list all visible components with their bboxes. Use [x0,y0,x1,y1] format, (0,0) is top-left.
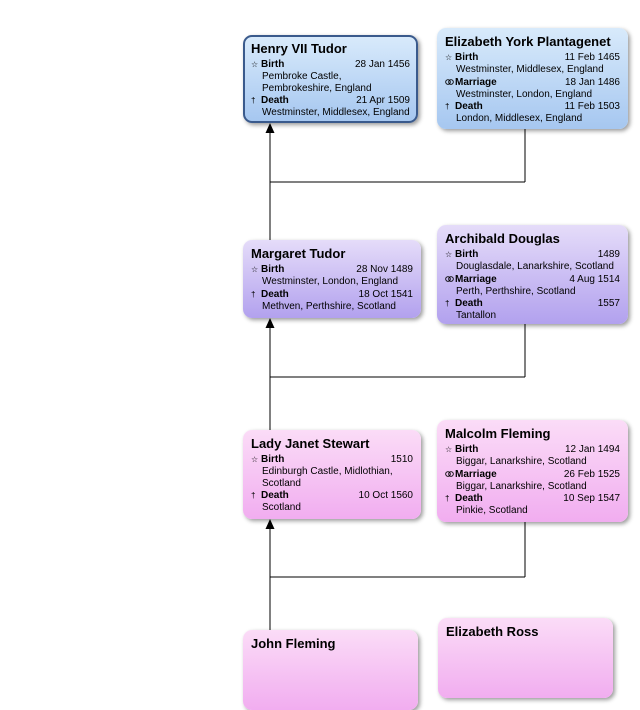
birth-star-icon: ☆ [251,265,259,274]
birth-event: ☆ Birth 1510 Edinburgh Castle, Midlothia… [251,454,413,489]
person-name: Malcolm Fleming [445,426,551,441]
arrowhead-up-icon [265,318,275,328]
event-date: 28 Jan 1456 [354,59,410,70]
event-label: Birth [261,454,285,465]
connector-john-to-parents [265,519,526,630]
marriage-event: Marriage 4 Aug 1514 Perth, Perthshire, S… [445,274,620,298]
person-name: Henry VII Tudor [251,41,347,56]
death-event: † Death 10 Sep 1547 Pinkie, Scotland [445,493,620,517]
event-place: Westminster, Middlesex, England [456,64,604,75]
event-date: 1489 [597,249,620,260]
event-place: Biggar, Lanarkshire, Scotland [456,480,587,492]
birth-star-icon: ☆ [251,455,259,464]
marriage-rings-icon [445,274,455,282]
birth-event: ☆ Birth 11 Feb 1465 Westminster, Middles… [445,52,620,76]
person-name: Margaret Tudor [251,246,346,261]
event-place: London, Middlesex, England [456,113,583,124]
event-label: Death [455,101,483,112]
birth-star-icon: ☆ [445,53,453,62]
event-place: Pembroke Castle, Pembrokeshire, England [262,71,372,94]
person-card-margaret-tudor[interactable]: Margaret Tudor ☆ Birth 28 Nov 1489 Westm… [243,240,421,318]
death-dagger-icon: † [251,96,256,105]
event-date: 28 Nov 1489 [356,264,413,275]
person-name: John Fleming [251,636,336,651]
connector-lines [265,123,526,630]
person-name: Elizabeth Ross [446,624,539,639]
connector-margaret-to-parents [265,123,526,240]
event-date: 10 Sep 1547 [563,493,620,504]
event-label: Birth [455,52,479,63]
death-dagger-icon: † [445,494,450,503]
death-dagger-icon: † [445,102,450,111]
birth-event: ☆ Birth 1489 Douglasdale, Lanarkshire, S… [445,249,620,273]
event-place: Tantallon [456,310,497,321]
marriage-rings-icon [445,77,455,85]
death-event: † Death 10 Oct 1560 Scotland [251,490,413,514]
family-tree-canvas: { "icons": { "birth": "☆", "marriage": "… [243,28,628,710]
death-event: † Death 18 Oct 1541 Methven, Perthshire,… [251,289,413,313]
event-label: Marriage [455,76,497,88]
person-card-john-fleming[interactable]: John Fleming [243,630,418,710]
event-label: Birth [455,444,479,455]
arrowhead-up-icon [265,519,275,529]
birth-event: ☆ Birth 28 Nov 1489 Westminster, London,… [251,264,413,288]
arrowhead-up-icon [265,123,275,133]
person-card-elizabeth-york-plantagenet[interactable]: Elizabeth York Plantagenet ☆ Birth 11 Fe… [437,28,628,129]
event-place: Douglasdale, Lanarkshire, Scotland [456,261,614,272]
birth-star-icon: ☆ [445,250,453,259]
event-place: Pinkie, Scotland [456,505,528,516]
death-event: † Death 11 Feb 1503 London, Middlesex, E… [445,101,620,125]
death-dagger-icon: † [251,491,256,500]
event-place: Scotland [262,502,301,513]
marriage-event: Marriage 18 Jan 1486 Westminster, London… [445,77,620,101]
event-date: 18 Jan 1486 [564,76,620,88]
event-date: 26 Feb 1525 [563,468,620,480]
event-place: Perth, Perthshire, Scotland [456,285,576,297]
birth-event: ☆ Birth 12 Jan 1494 Biggar, Lanarkshire,… [445,444,620,468]
person-card-henry-vii-tudor[interactable]: Henry VII Tudor ☆ Birth 28 Jan 1456 Pemb… [243,35,418,123]
event-date: 11 Feb 1503 [564,101,620,112]
event-date: 12 Jan 1494 [564,444,620,455]
person-card-lady-janet-stewart[interactable]: Lady Janet Stewart ☆ Birth 1510 Edinburg… [243,430,421,519]
birth-star-icon: ☆ [251,60,259,69]
person-name: Elizabeth York Plantagenet [445,34,611,49]
event-place: Westminster, London, England [456,88,593,100]
event-date: 4 Aug 1514 [569,273,620,285]
person-name: Archibald Douglas [445,231,560,246]
event-place: Westminster, London, England [262,276,399,287]
event-place: Biggar, Lanarkshire, Scotland [456,456,587,467]
marriage-rings-icon [445,469,455,477]
event-place: Methven, Perthshire, Scotland [262,300,396,312]
event-date: 21 Apr 1509 [356,95,410,106]
event-label: Birth [455,249,479,260]
event-date: 1510 [390,454,413,465]
event-date: 11 Feb 1465 [564,52,620,63]
death-event: † Death 21 Apr 1509 Westminster, Middles… [251,95,410,119]
event-place: Westminster, Middlesex, England [262,107,410,118]
birth-star-icon: ☆ [445,445,453,454]
event-date: 18 Oct 1541 [358,288,413,300]
person-card-archibald-douglas[interactable]: Archibald Douglas ☆ Birth 1489 Douglasda… [437,225,628,324]
connector-janet-to-parents [265,318,526,430]
marriage-event: Marriage 26 Feb 1525 Biggar, Lanarkshire… [445,469,620,493]
death-event: † Death 1557 Tantallon [445,298,620,322]
person-card-malcolm-fleming[interactable]: Malcolm Fleming ☆ Birth 12 Jan 1494 Bigg… [437,420,628,522]
birth-event: ☆ Birth 28 Jan 1456 Pembroke Castle, Pem… [251,59,410,94]
event-label: Death [261,490,289,501]
event-label: Death [261,288,289,300]
event-date: 10 Oct 1560 [358,490,413,501]
person-name: Lady Janet Stewart [251,436,370,451]
event-place: Edinburgh Castle, Midlothian, Scotland [262,466,393,489]
death-dagger-icon: † [445,299,450,308]
event-date: 1557 [597,298,620,309]
event-label: Birth [261,264,285,275]
event-label: Birth [261,59,285,70]
event-label: Death [261,95,289,106]
event-label: Marriage [455,468,497,480]
event-label: Marriage [455,273,497,285]
death-dagger-icon: † [251,289,256,299]
person-card-elizabeth-ross[interactable]: Elizabeth Ross [438,618,613,698]
event-label: Death [455,493,483,504]
event-label: Death [455,298,483,309]
